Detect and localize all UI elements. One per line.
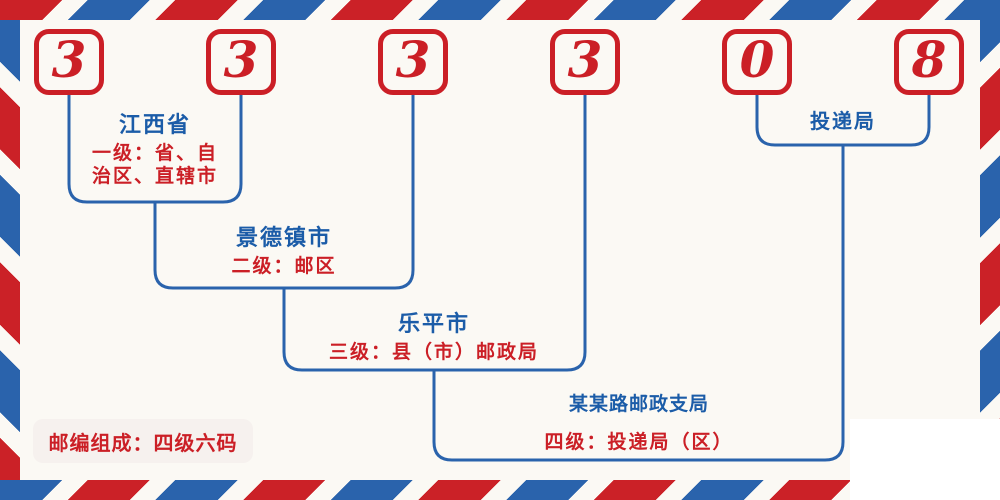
digit-box-6: 8: [894, 29, 964, 95]
level1-desc-line1: 一级：省、自: [91, 142, 219, 164]
level3-place: 乐平市: [397, 312, 471, 337]
airmail-border-bottom: [0, 480, 1000, 500]
digit-6: 8: [911, 30, 947, 89]
composition-badge: 邮编组成：四级六码: [33, 419, 253, 463]
airmail-border-left: [0, 0, 20, 500]
digit-1: 3: [51, 30, 87, 89]
level3-label: 乐平市 三级：县（市）邮政局: [329, 311, 539, 364]
bracket-level4: [432, 145, 845, 462]
level2-place: 景德镇市: [235, 226, 333, 251]
digit-5: 0: [739, 30, 775, 89]
level3-desc: 三级：县（市）邮政局: [328, 341, 540, 363]
level2-desc: 二级：邮区: [231, 255, 337, 277]
level1-desc-line2: 治区、直辖市: [91, 165, 219, 187]
digit-2: 3: [223, 30, 259, 89]
digit-box-5: 0: [722, 29, 792, 95]
digit-3: 3: [395, 30, 431, 89]
airmail-border-right: [980, 0, 1000, 500]
digit-box-4: 3: [550, 29, 620, 95]
level4-label: 某某路邮政支局 四级：投递局（区）: [544, 391, 733, 454]
bracket-delivery: [755, 95, 931, 147]
digit-4: 3: [567, 30, 603, 89]
level4-desc: 四级：投递局（区）: [544, 431, 734, 453]
digit-box-3: 3: [378, 29, 448, 95]
level2-label: 景德镇市 二级：邮区: [231, 225, 336, 278]
composition-text: 邮编组成：四级六码: [48, 430, 238, 455]
delivery-place: 投递局: [810, 109, 876, 133]
level1-label: 江西省 一级：省、自 治区、直辖市: [92, 112, 218, 188]
delivery-label: 投递局: [810, 108, 876, 135]
level1-place: 江西省: [118, 113, 192, 138]
digit-box-1: 3: [34, 29, 104, 95]
level4-place: 某某路邮政支局: [568, 393, 710, 415]
blank-corner-overlay: [850, 419, 1000, 500]
airmail-border-top: [0, 0, 1000, 20]
digit-box-2: 3: [206, 29, 276, 95]
